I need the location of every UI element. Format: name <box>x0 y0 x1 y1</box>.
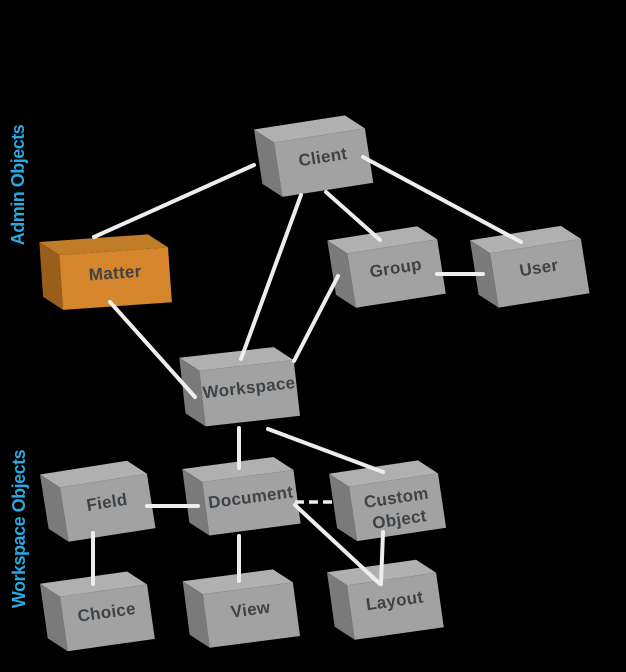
box-front-face <box>202 582 300 648</box>
box-top-face <box>254 115 365 143</box>
box-front-face <box>347 572 444 640</box>
node-group: Group <box>327 226 446 308</box>
box-front-face <box>347 239 446 308</box>
box-front-face <box>274 128 374 197</box>
box-side-face <box>327 572 355 640</box>
edge-group-workspace <box>292 274 340 363</box>
edge-workspace-custom-object <box>266 427 385 474</box>
edge-document-layout <box>293 503 382 586</box>
edge-matter-client <box>92 163 256 239</box>
box-front-face <box>202 470 301 536</box>
box-top-face <box>179 347 294 371</box>
box-side-face <box>327 240 356 308</box>
box-top-face <box>39 234 168 255</box>
node-label-matter: Matter <box>88 262 142 285</box>
box-side-face <box>40 474 69 542</box>
box-side-face <box>254 129 283 197</box>
box-front-face <box>349 473 447 542</box>
edge-custom-object-layout <box>379 530 385 586</box>
node-client: Client <box>254 115 374 197</box>
box-side-face <box>39 242 64 310</box>
box-side-face <box>329 473 358 542</box>
edges-layer <box>91 155 523 586</box>
edge-client-group <box>324 190 382 242</box>
node-layout: Layout <box>327 559 444 640</box>
box-front-face <box>60 473 156 542</box>
box-top-face <box>470 225 581 254</box>
node-document: Document <box>182 457 301 536</box>
box-side-face <box>182 469 210 536</box>
node-matter: Matter <box>39 234 172 310</box>
box-side-face <box>40 583 68 652</box>
box-front-face <box>199 360 300 427</box>
node-view: View <box>182 569 300 648</box>
node-choice: Choice <box>40 571 155 652</box>
box-top-face <box>40 460 147 488</box>
edge-client-workspace <box>239 193 303 361</box>
admin-objects-label: Admin Objects <box>8 124 28 245</box>
node-field: Field <box>40 460 156 542</box>
box-side-face <box>182 581 210 648</box>
node-custom-object: CustomObject <box>329 460 447 542</box>
node-user: User <box>470 225 590 308</box>
edge-matter-workspace <box>108 300 197 399</box>
box-front-face <box>59 247 172 310</box>
edge-client-user <box>361 155 523 244</box>
workspace-objects-label: Workspace Objects <box>9 449 29 608</box>
box-top-face <box>327 226 438 254</box>
box-front-face <box>490 238 590 308</box>
box-front-face <box>60 584 155 652</box>
